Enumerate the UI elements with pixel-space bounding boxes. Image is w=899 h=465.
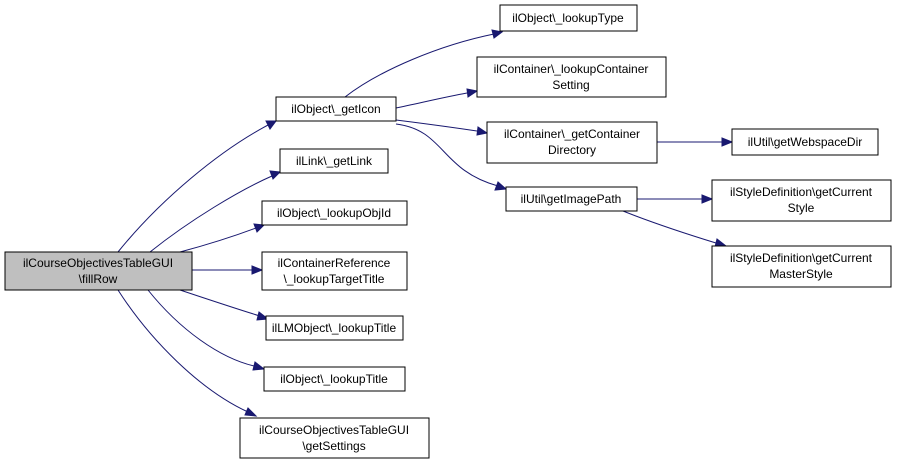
node-lookuptargettitle-label-1: ilContainerReference [278, 256, 391, 270]
node-geticon-label: ilObject\_getIcon [291, 102, 380, 116]
node-fillrow-label-1: ilCourseObjectivesTableGUI [23, 256, 173, 270]
node-getlink-label: ilLink\_getLink [296, 154, 373, 168]
node-lookupcontainersetting-label-1: ilContainer\_lookupContainer [494, 62, 649, 76]
node-lookuptargettitle[interactable]: ilContainerReference \_lookupTargetTitle [261, 251, 408, 291]
node-getcurrentmasterstyle-label-2: MasterStyle [769, 267, 833, 281]
node-lmlookuptitle-label: ilLMObject\_lookupTitle [272, 321, 397, 335]
node-getcontainerdirectory-label-1: ilContainer\_getContainer [504, 127, 640, 141]
node-getcurrentmasterstyle[interactable]: ilStyleDefinition\getCurrent MasterStyle [711, 245, 892, 288]
node-getcurrentmasterstyle-label-1: ilStyleDefinition\getCurrent [730, 251, 873, 265]
node-getcontainerdirectory-label-2: Directory [548, 143, 596, 157]
node-getimagepath[interactable]: ilUtil\getImagePath [505, 186, 638, 212]
edge-geticon-to-lookuptype [344, 29, 504, 98]
node-lookuptype[interactable]: ilObject\_lookupType [499, 4, 638, 32]
node-lookupcontainersetting-label-2: Setting [552, 78, 589, 92]
edge-getcontainerdirectory-to-getwebspacedir [657, 137, 734, 147]
node-getcurrentstyle[interactable]: ilStyleDefinition\getCurrent Style [711, 179, 892, 222]
edge-fillrow-to-lmlookuptitle [179, 289, 270, 321]
node-fillrow-label-2: \fillRow [79, 272, 118, 286]
node-getsettings-label-2: \getSettings [302, 439, 365, 453]
node-getimagepath-label: ilUtil\getImagePath [521, 192, 622, 206]
node-lookuptargettitle-label-2: \_lookupTargetTitle [284, 272, 385, 286]
edge-getimagepath-to-getcurrentstyle [637, 194, 714, 204]
edge-geticon-to-getcontainerdirectory [395, 119, 489, 136]
node-objlookuptitle[interactable]: ilObject\_lookupTitle [263, 366, 406, 392]
node-getcontainerdirectory[interactable]: ilContainer\_getContainer Directory [486, 121, 658, 164]
edge-geticon-to-getimagepath [395, 123, 508, 191]
node-objlookuptitle-label: ilObject\_lookupTitle [280, 372, 388, 386]
node-lookuptype-label: ilObject\_lookupType [512, 11, 624, 25]
node-lmlookuptitle[interactable]: ilLMObject\_lookupTitle [265, 315, 404, 341]
node-lookupobjid-label: ilObject\_lookupObjId [277, 206, 391, 220]
edge-geticon-to-lookupcontainersetting [395, 88, 479, 109]
node-getsettings-label-1: ilCourseObjectivesTableGUI [259, 423, 409, 437]
edge-getimagepath-to-getcurrentmasterstyle [617, 208, 728, 248]
node-getsettings[interactable]: ilCourseObjectivesTableGUI \getSettings [239, 417, 430, 459]
node-getcurrentstyle-label-2: Style [788, 201, 815, 215]
edge-fillrow-to-lookupobjid [179, 223, 266, 253]
edge-fillrow-to-getsettings [117, 289, 258, 417]
node-getwebspacedir-label: ilUtil\getWebspaceDir [748, 135, 863, 149]
node-lookupcontainersetting[interactable]: ilContainer\_lookupContainer Setting [476, 56, 667, 98]
edge-fillrow-to-getlink [149, 170, 282, 253]
node-fillrow[interactable]: ilCourseObjectivesTableGUI \fillRow [4, 251, 193, 291]
node-lookupobjid[interactable]: ilObject\_lookupObjId [261, 200, 408, 226]
edge-fillrow-to-geticon [117, 120, 277, 253]
node-geticon[interactable]: ilObject\_getIcon [275, 96, 397, 122]
edge-fillrow-to-lookuptargettitle [192, 265, 264, 275]
edge-fillrow-to-objlookuptitle [147, 289, 266, 371]
node-getlink[interactable]: ilLink\_getLink [279, 148, 389, 174]
node-getwebspacedir[interactable]: ilUtil\getWebspaceDir [731, 128, 879, 156]
node-getcurrentstyle-label-1: ilStyleDefinition\getCurrent [730, 185, 873, 199]
